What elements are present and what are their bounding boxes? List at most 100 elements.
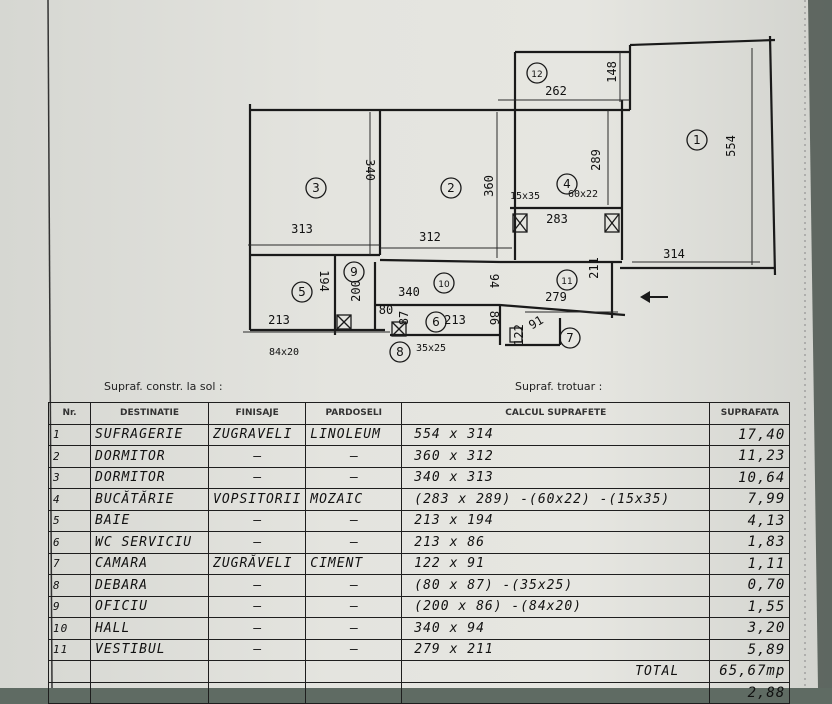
row-destination: WC SERVICIU [90, 531, 209, 554]
row-flooring: MOZAIC [305, 488, 403, 511]
empty-cell [305, 660, 403, 683]
row-area: 1,83 [709, 531, 791, 554]
row-destination: DORMITOR [90, 445, 209, 468]
room-circle [559, 327, 581, 349]
room-number-text: 8 [396, 345, 404, 359]
table-extra-row: 2,88 [48, 681, 791, 704]
empty-cell [207, 681, 307, 704]
room-area-table: Nr. DESTINATIE FINISAJE PARDOSELI CALCUL… [48, 402, 791, 704]
room-circle [305, 177, 327, 199]
room-number-text: 10 [438, 280, 450, 290]
dimension-label: 122 [512, 324, 526, 346]
row-number: 5 [48, 509, 91, 532]
row-destination: CAMARA [90, 552, 209, 575]
room-number-text: 3 [312, 181, 320, 195]
row-flooring: — [305, 466, 403, 489]
header-destination: DESTINATIE [90, 402, 209, 425]
empty-cell [90, 681, 209, 704]
room-circle [686, 129, 708, 151]
dimension-label: 84x20 [269, 347, 299, 358]
row-finish: — [207, 638, 307, 661]
room-circle [440, 177, 462, 199]
row-calculation: 213 x 86 [401, 531, 711, 554]
row-number: 11 [48, 638, 91, 661]
row-calculation: (200 x 86) -(84x20) [401, 595, 711, 618]
room-circle [389, 341, 411, 363]
row-number: 7 [48, 552, 91, 575]
room-circle [425, 311, 447, 333]
entrance-arrow-icon [640, 291, 668, 303]
row-destination: BAIE [90, 509, 209, 532]
row-area: 1,55 [709, 595, 791, 618]
dimension-label: 340 [363, 159, 377, 181]
row-area: 17,40 [709, 423, 791, 446]
row-number: 3 [48, 466, 91, 489]
room-number-10: 10 [433, 272, 455, 294]
dimension-label: 312 [419, 230, 441, 244]
row-destination: BUCĂTĂRIE [90, 488, 209, 511]
row-finish: ZUGRĂVELI [207, 552, 307, 575]
empty-cell [207, 660, 307, 683]
row-area: 3,20 [709, 617, 791, 640]
header-flooring: PARDOSELI [305, 402, 403, 425]
row-area: 1,11 [709, 552, 791, 575]
dimension-label: 262 [545, 84, 567, 98]
dimension-label: 314 [663, 247, 685, 261]
row-finish: — [207, 445, 307, 468]
row-area: 11,23 [709, 445, 791, 468]
room-number-8: 8 [389, 341, 411, 363]
row-number: 9 [48, 595, 91, 618]
total-value: 65,67mp [709, 660, 791, 683]
dimension-label: 35x25 [416, 343, 446, 354]
row-calculation: (80 x 87) -(35x25) [401, 574, 711, 597]
sidewalk-area-label: Supraf. trotuar : [515, 380, 602, 393]
empty-cell [48, 660, 91, 683]
room-number-text: 5 [298, 285, 306, 299]
row-finish: — [207, 509, 307, 532]
dimension-label: 283 [546, 212, 568, 226]
room-number-text: 4 [563, 177, 571, 191]
row-number: 6 [48, 531, 91, 554]
dimension-label: 213 [444, 313, 466, 327]
header-area: SUPRAFATA [709, 402, 791, 425]
row-area: 7,99 [709, 488, 791, 511]
row-calculation: 122 x 91 [401, 552, 711, 575]
room-number-3: 3 [305, 177, 327, 199]
photo-edge [808, 0, 832, 688]
dimension-label: 200 [349, 280, 363, 302]
room-number-12: 12 [526, 62, 548, 84]
row-number: 2 [48, 445, 91, 468]
room-number-4: 4 [556, 173, 578, 195]
row-destination: OFICIU [90, 595, 209, 618]
room-number-9: 9 [343, 261, 365, 283]
room-number-5: 5 [291, 281, 313, 303]
header-area-calculation: CALCUL SUPRAFETE [401, 402, 711, 425]
row-flooring: — [305, 617, 403, 640]
dimension-label: 60x22 [568, 189, 598, 200]
header-nr: Nr. [48, 402, 91, 425]
row-flooring: — [305, 574, 403, 597]
room-circle [556, 269, 578, 291]
dimension-label: 554 [724, 135, 738, 157]
dimension-label: 340 [398, 285, 420, 299]
room-number-text: 2 [447, 181, 455, 195]
dimension-label: 80 [379, 303, 393, 317]
table-header-row: Nr. DESTINATIE FINISAJE PARDOSELI CALCUL… [48, 402, 791, 425]
empty-cell [48, 681, 91, 704]
room-number-text: 1 [693, 133, 701, 147]
row-calculation: (283 x 289) -(60x22) -(15x35) [401, 488, 711, 511]
room-number-text: 11 [561, 277, 572, 287]
room-number-11: 11 [556, 269, 578, 291]
room-number-6: 6 [425, 311, 447, 333]
row-finish: ZUGRAVELI [207, 423, 307, 446]
dimension-label: 91 [526, 313, 546, 332]
extra-value: 2,88 [709, 681, 791, 704]
row-destination: SUFRAGERIE [90, 423, 209, 446]
row-finish: — [207, 574, 307, 597]
row-destination: HALL [90, 617, 209, 640]
